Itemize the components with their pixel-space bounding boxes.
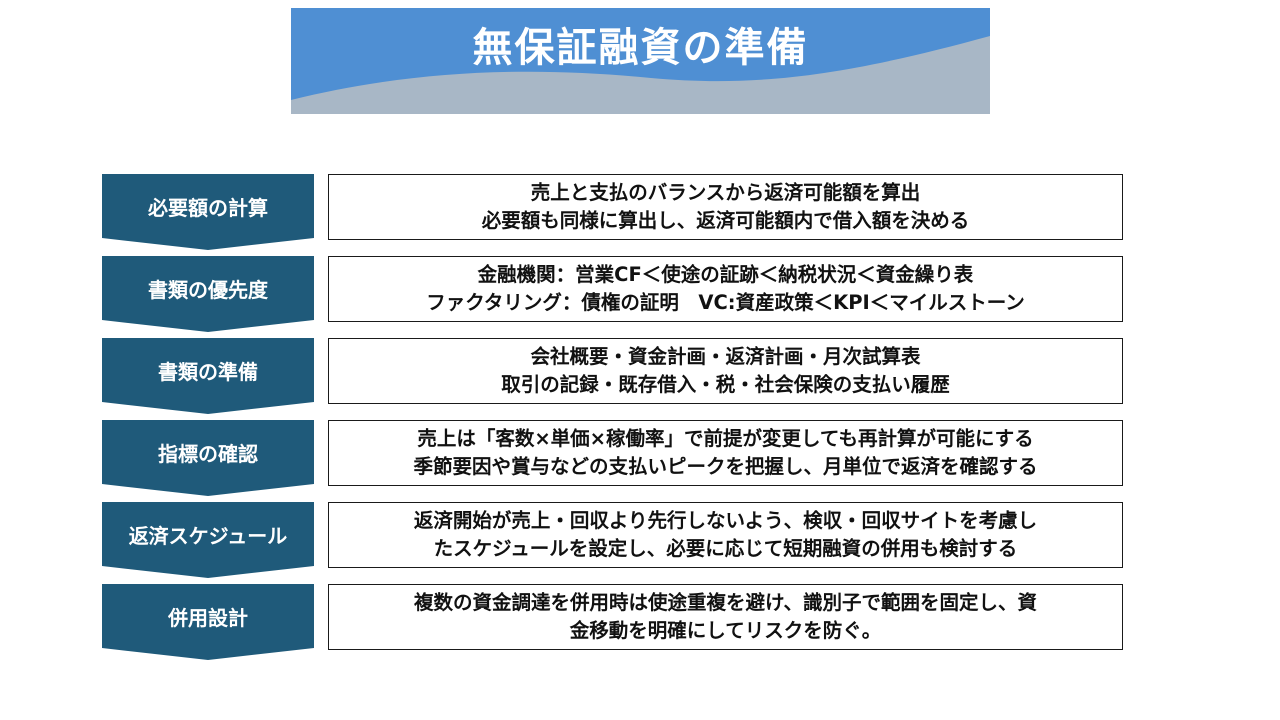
chevron-down-shape bbox=[102, 174, 314, 250]
title-banner: 無保証融資の準備 bbox=[291, 8, 990, 114]
step-label-text: 書類の準備 bbox=[158, 359, 258, 384]
description-line: 返済開始が売上・回収より先行しないよう、検収・回収サイトを考慮し bbox=[413, 509, 1038, 532]
step-label-document-priority: 書類の優先度 bbox=[102, 256, 314, 332]
step-description-box: 金融機関：営業CF＜使途の証跡＜納税状況＜資金繰り表 ファクタリング：債権の証明… bbox=[328, 256, 1123, 322]
clipped-subtitle-fragment bbox=[700, 110, 890, 118]
chevron-down-shape bbox=[102, 420, 314, 496]
step-label-metrics-check: 指標の確認 bbox=[102, 420, 314, 496]
description-line: 売上と支払のバランスから返済可能額を算出 bbox=[530, 181, 921, 204]
step-label-combined-design: 併用設計 bbox=[102, 584, 314, 660]
description-line: 季節要因や賞与などの支払いピークを把握し、月単位で返済を確認する bbox=[413, 455, 1038, 478]
description-line: 売上は「客数×単価×稼働率」で前提が変更しても再計算が可能にする bbox=[417, 427, 1034, 450]
description-line: たスケジュールを設定し、必要に応じて短期融資の併用も検討する bbox=[433, 537, 1018, 560]
description-line: ファクタリング：債権の証明 VC:資産政策＜KPI＜マイルストーン bbox=[426, 291, 1025, 314]
chevron-down-shape bbox=[102, 502, 314, 578]
description-line: 取引の記録・既存借入・税・社会保険の支払い履歴 bbox=[501, 373, 950, 396]
description-line: 金移動を明確にしてリスクを防ぐ。 bbox=[569, 619, 882, 642]
step-description-box: 会社概要・資金計画・返済計画・月次試算表 取引の記録・既存借入・税・社会保険の支… bbox=[328, 338, 1123, 404]
step-description-box: 売上と支払のバランスから返済可能額を算出 必要額も同様に算出し、返済可能額内で借… bbox=[328, 174, 1123, 240]
chevron-down-shape bbox=[102, 584, 314, 660]
chevron-down-shape bbox=[102, 338, 314, 414]
step-label-text: 必要額の計算 bbox=[148, 195, 268, 220]
step-label-required-amount: 必要額の計算 bbox=[102, 174, 314, 250]
banner-wave-graphic bbox=[291, 8, 990, 114]
step-label-text: 返済スケジュール bbox=[128, 523, 288, 548]
description-line: 会社概要・資金計画・返済計画・月次試算表 bbox=[530, 345, 921, 368]
page-title: 無保証融資の準備 bbox=[472, 25, 809, 71]
step-description-box: 複数の資金調達を併用時は使途重複を避け、識別子で範囲を固定し、資 金移動を明確に… bbox=[328, 584, 1123, 650]
description-line: 必要額も同様に算出し、返済可能額内で借入額を決める bbox=[481, 209, 970, 232]
step-label-text: 書類の優先度 bbox=[148, 277, 268, 302]
step-label-text: 併用設計 bbox=[168, 605, 248, 630]
step-label-repayment-schedule: 返済スケジュール bbox=[102, 502, 314, 578]
description-line: 金融機関：営業CF＜使途の証跡＜納税状況＜資金繰り表 bbox=[477, 263, 974, 286]
step-label-text: 指標の確認 bbox=[158, 441, 258, 466]
description-line: 複数の資金調達を併用時は使途重複を避け、識別子で範囲を固定し、資 bbox=[413, 591, 1038, 614]
chevron-down-shape bbox=[102, 256, 314, 332]
step-label-document-preparation: 書類の準備 bbox=[102, 338, 314, 414]
step-description-box: 返済開始が売上・回収より先行しないよう、検収・回収サイトを考慮し たスケジュール… bbox=[328, 502, 1123, 568]
step-description-box: 売上は「客数×単価×稼働率」で前提が変更しても再計算が可能にする 季節要因や賞与… bbox=[328, 420, 1123, 486]
